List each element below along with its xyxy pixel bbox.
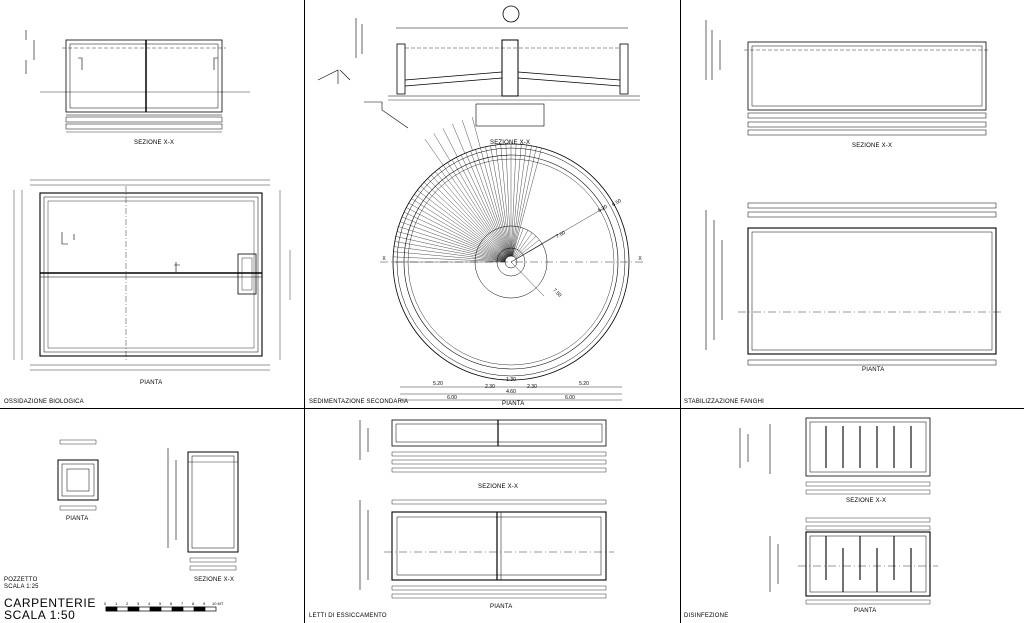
scale-tick: 5	[159, 601, 162, 606]
sedimentazione-panel-title: SEDIMENTAZIONE SECONDARIA	[309, 399, 409, 405]
dimension-label: 6.00	[565, 395, 575, 401]
disinfezione-section-drawing	[739, 417, 931, 495]
ossidazione-section-label: SEZIONE X-X	[134, 140, 175, 146]
pozzetto-plan-label: PIANTA	[66, 516, 89, 522]
sedimentazione-plan-label: PIANTA	[502, 401, 525, 407]
disinfezione-section-label: SEZIONE X-X	[846, 498, 887, 504]
section-mark: X	[638, 256, 642, 262]
section-mark: X	[382, 256, 386, 262]
letti-section-label: SEZIONE X-X	[478, 484, 519, 490]
ossidazione-section-drawing	[25, 30, 250, 133]
ossidazione-plan-label: PIANTA	[140, 380, 163, 386]
scale-tick: 1	[115, 601, 118, 606]
scale-tick: 6	[170, 601, 173, 606]
scale-tick: 7	[181, 601, 184, 606]
disinfezione-panel-title: DISINFEZIONE	[684, 613, 729, 619]
scale-bar	[105, 606, 217, 612]
letti-panel-title: LETTI DI ESSICCAMENTO	[309, 613, 387, 619]
stabilizzazione-section-label: SEZIONE X-X	[852, 143, 893, 149]
stabilizzazione-panel-title: STABILIZZAZIONE FANGHI	[684, 399, 764, 405]
ossidazione-plan-drawing	[13, 179, 291, 371]
sheet-title: CARPENTERIE	[4, 596, 96, 610]
letti-plan-drawing	[359, 499, 614, 599]
dimension-label: 1.30	[506, 377, 516, 383]
sheet-scale: SCALA 1:50	[4, 608, 76, 622]
sedimentazione-section-label: SEZIONE X-X	[490, 140, 531, 146]
scale-tick: 0	[104, 601, 107, 606]
dimension-label: 5.20	[579, 381, 589, 387]
scale-tick: 10 MT	[212, 601, 224, 606]
scale-tick: 3	[137, 601, 140, 606]
scale-tick: 2	[126, 601, 129, 606]
pozzetto-drawing	[57, 439, 239, 571]
stabilizzazione-plan-label: PIANTA	[862, 367, 885, 373]
dimension-label: 4.60	[506, 389, 516, 395]
ossidazione-panel-title: OSSIDAZIONE BIOLOGICA	[4, 399, 84, 405]
scale-tick: 9	[203, 601, 206, 606]
scale-tick: 4	[148, 601, 151, 606]
disinfezione-plan-label: PIANTA	[854, 608, 877, 614]
letti-section-drawing	[359, 419, 607, 473]
dimension-label: 2.30	[527, 384, 537, 390]
sedimentazione-plan-drawing	[380, 117, 645, 401]
dimension-label: 2.30	[485, 384, 495, 390]
dimension-label: 5.20	[433, 381, 443, 387]
stabilizzazione-plan-drawing	[705, 202, 1004, 366]
sedimentazione-section-drawing	[317, 5, 640, 129]
pozzetto-title: POZZETTO	[4, 577, 38, 583]
pozzetto-section-label: SEZIONE X-X	[194, 577, 235, 583]
scale-tick: 8	[192, 601, 195, 606]
pozzetto-scale: SCALA 1:25	[4, 584, 39, 590]
letti-plan-label: PIANTA	[490, 604, 513, 610]
disinfezione-plan-drawing	[769, 517, 938, 605]
dimension-label: 6.00	[447, 395, 457, 401]
stabilizzazione-section-drawing	[705, 20, 990, 136]
